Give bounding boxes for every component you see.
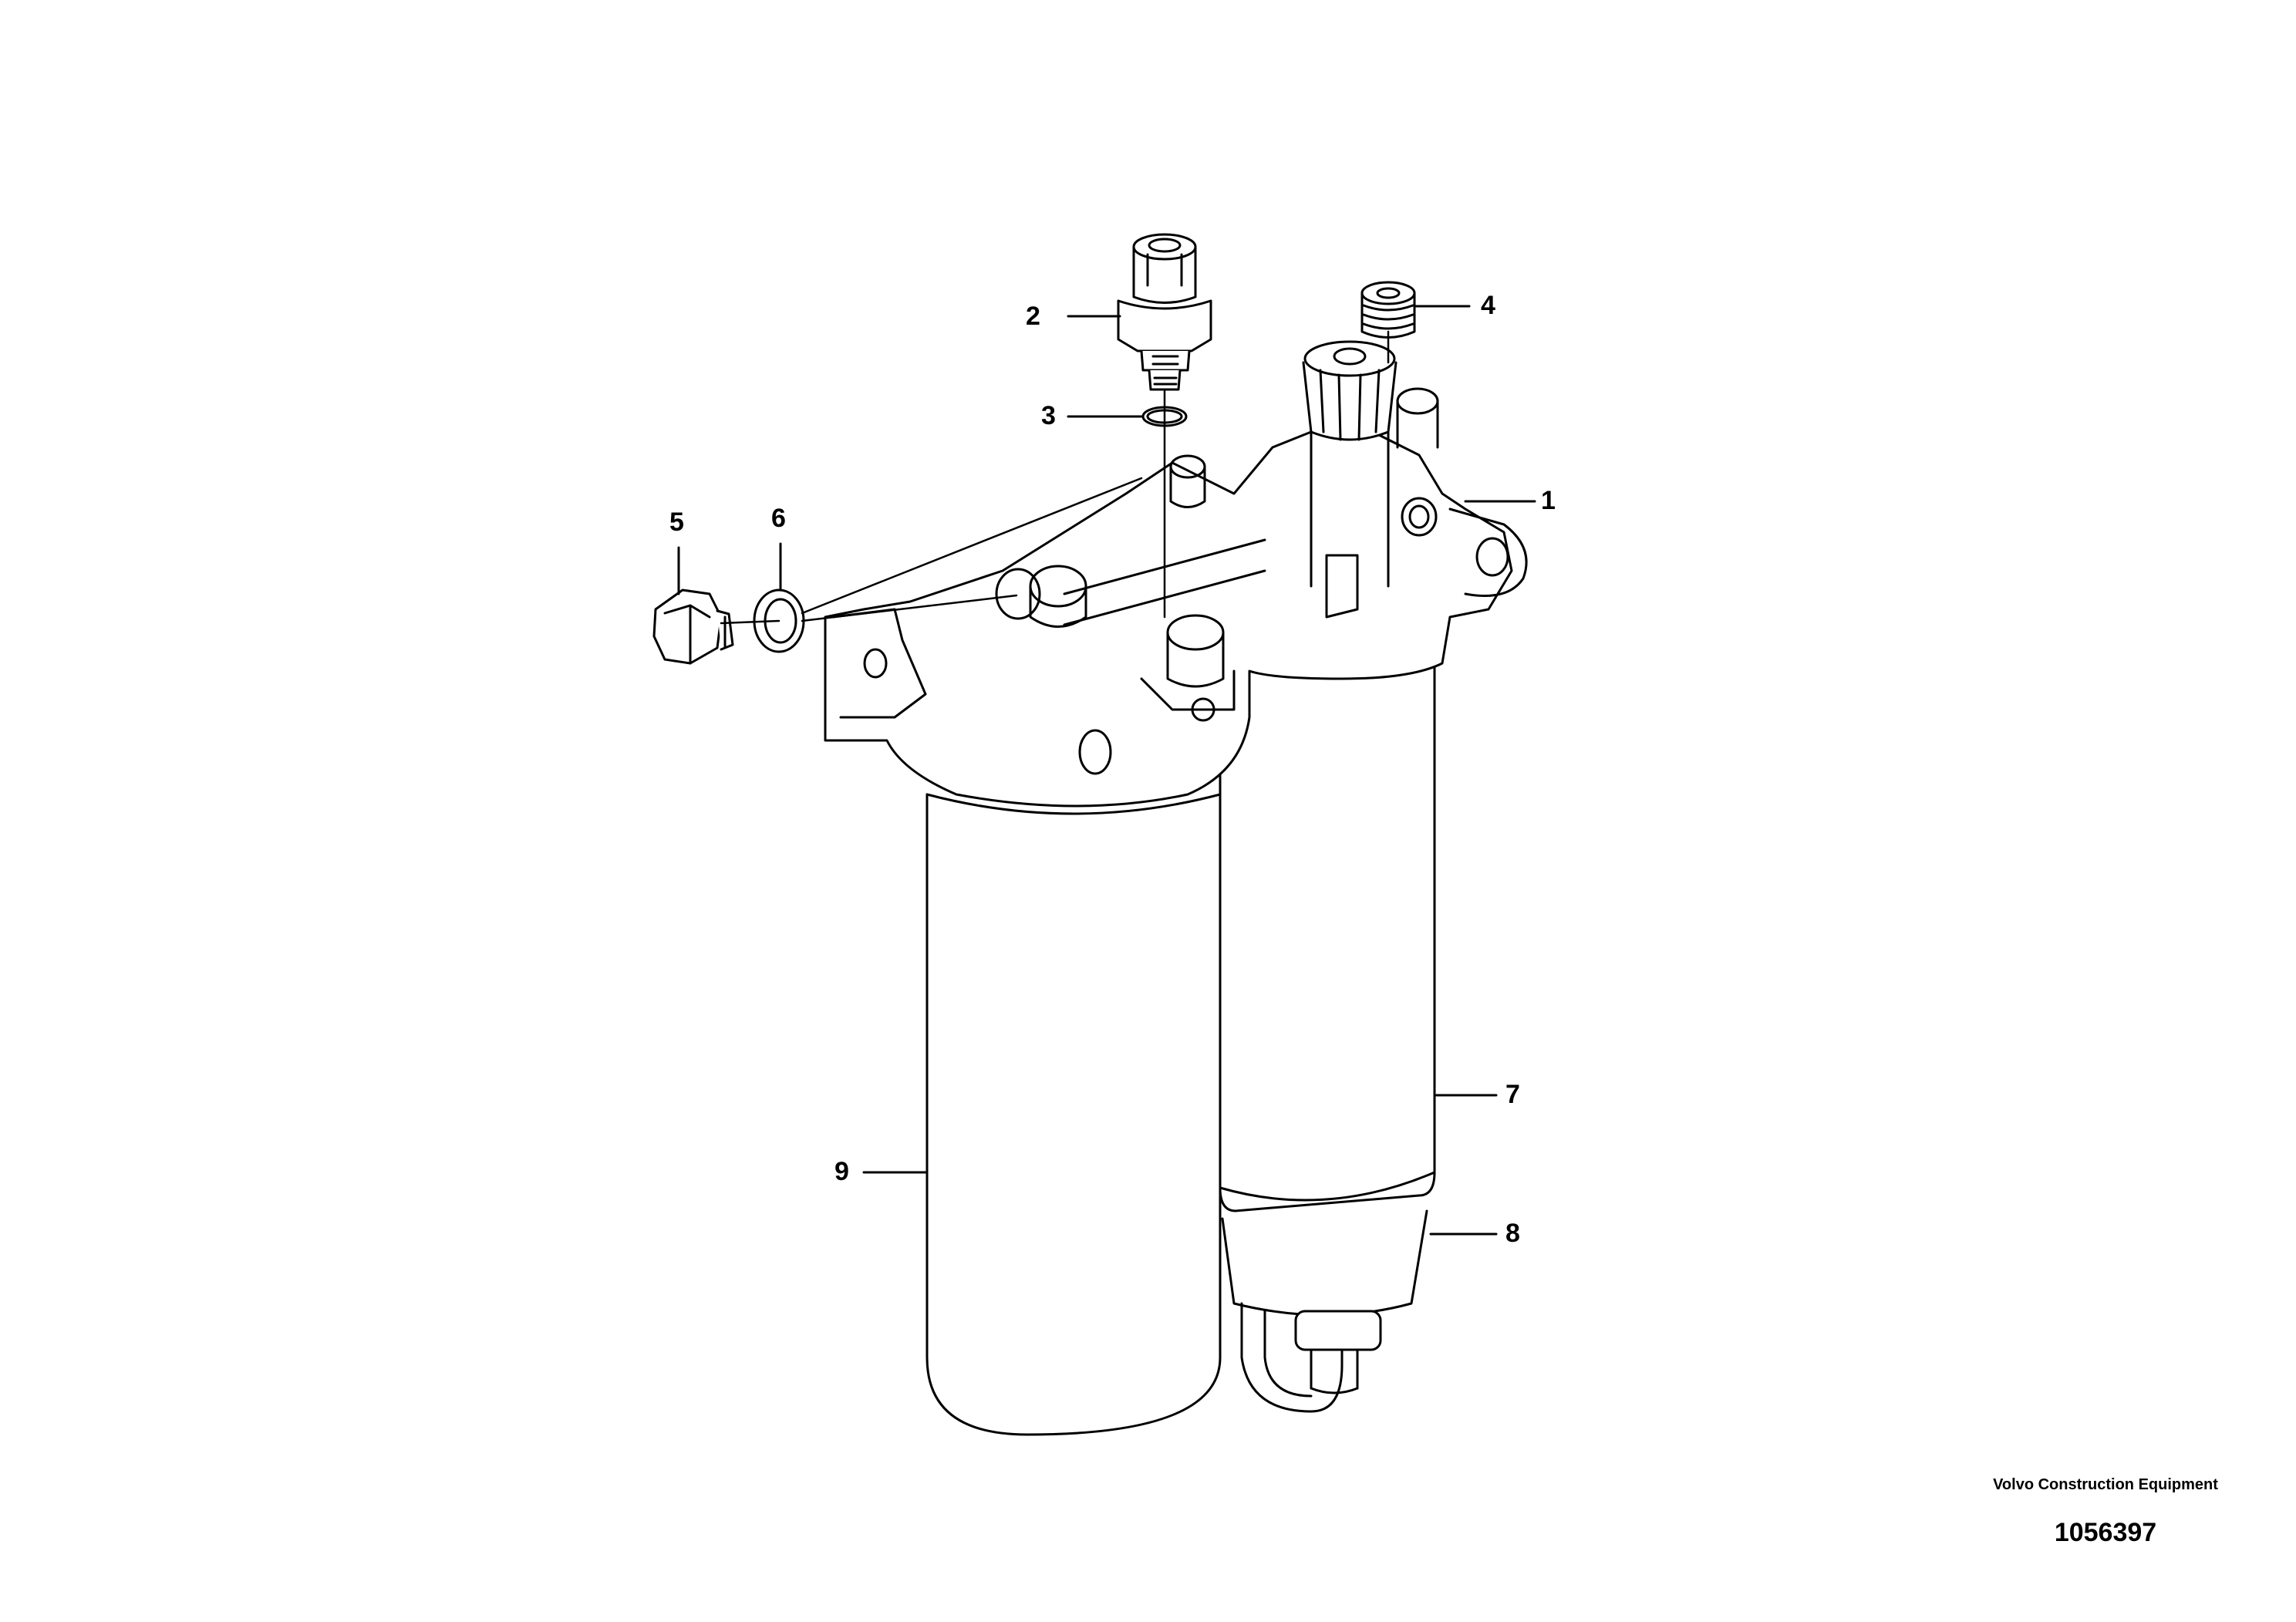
- callout-1: 1: [1541, 486, 1556, 515]
- filter-canister-part-9: [927, 794, 1220, 1435]
- callout-5: 5: [669, 508, 684, 537]
- callout-8: 8: [1505, 1219, 1520, 1248]
- callout-2: 2: [1026, 302, 1040, 331]
- plug-part-4: [1362, 282, 1414, 338]
- hex-plug-part-5: [654, 590, 733, 663]
- callout-6: 6: [771, 504, 786, 533]
- callout-3: 3: [1041, 401, 1056, 430]
- callout-7: 7: [1505, 1080, 1520, 1109]
- footer-part-number: 1056397: [2054, 1518, 2157, 1547]
- callout-4: 4: [1481, 291, 1495, 320]
- callout-9: 9: [834, 1157, 849, 1186]
- drain-bowl-part-8: [1222, 1211, 1427, 1411]
- leader-lines: [679, 306, 1535, 1234]
- bleed-knob: [1303, 342, 1438, 447]
- footer-company-name: Volvo Construction Equipment: [1993, 1476, 2218, 1493]
- pressure-sensor-part-2: [1118, 234, 1211, 389]
- water-separator-part-7: [1220, 663, 1435, 1211]
- assembly-lines: [721, 332, 1388, 623]
